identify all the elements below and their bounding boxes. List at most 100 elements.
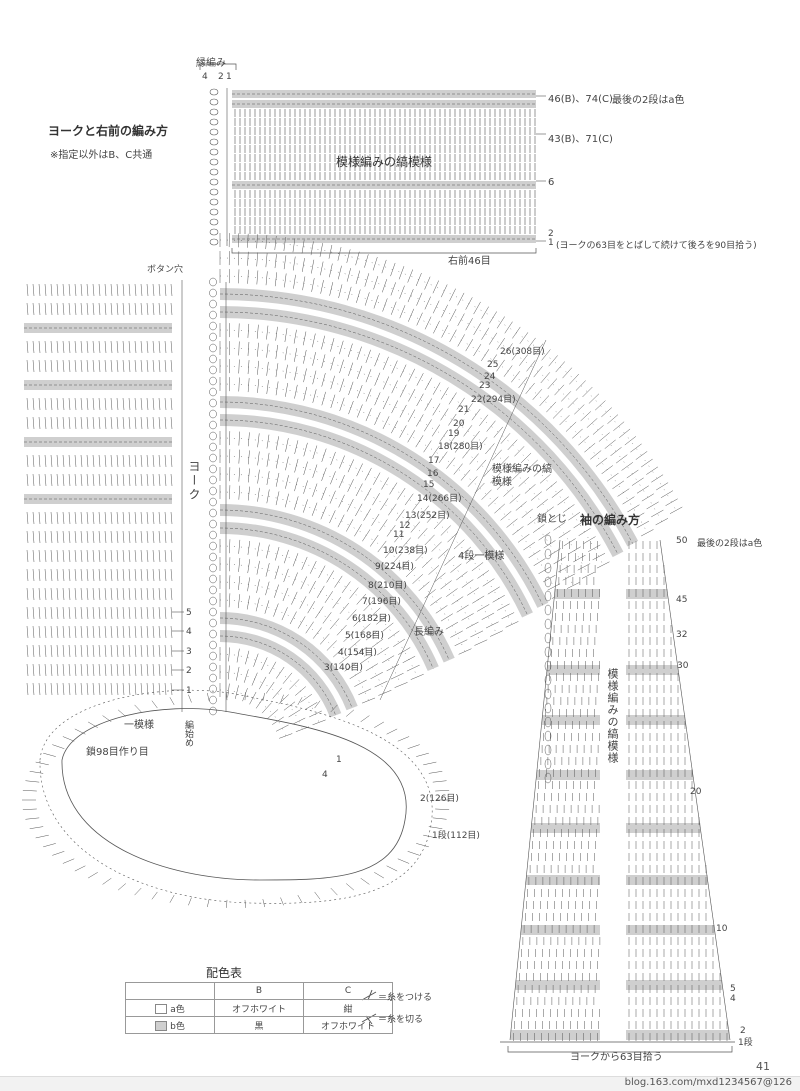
back-dc-stitch xyxy=(26,473,29,487)
back-dc-stitch xyxy=(38,549,41,563)
yoke-dc-stitch xyxy=(377,646,389,656)
back-dc-stitch xyxy=(158,359,161,373)
back-dc-stitch xyxy=(26,606,29,620)
yoke-row-mark: 18(280目) xyxy=(438,442,483,452)
back-dc-stitch xyxy=(38,340,41,354)
back-dc-stitch xyxy=(26,625,29,639)
yoke-dc-stitch xyxy=(300,693,313,703)
yoke-dc-stitch xyxy=(406,664,420,672)
back-dc-stitch xyxy=(44,359,47,373)
back-dc-stitch xyxy=(146,473,149,487)
back-dc-stitch xyxy=(74,549,77,563)
yoke-dc-stitch xyxy=(274,584,279,598)
yoke-dc-stitch xyxy=(266,434,270,449)
back-dc-stitch xyxy=(56,549,59,563)
back-dc-stitch xyxy=(146,511,149,525)
back-dc-stitch xyxy=(38,587,41,601)
yoke-dc-stitch xyxy=(329,618,340,630)
yoke-dc-stitch xyxy=(432,280,439,294)
back-dc-stitch xyxy=(74,473,77,487)
back-dc-stitch xyxy=(80,397,83,411)
yoke-dc-stitch xyxy=(321,391,326,406)
yoke-dc-stitch xyxy=(481,612,495,620)
back-dc-stitch xyxy=(134,511,137,525)
yoke-dc-stitch xyxy=(592,553,606,561)
yoke-dc-stitch xyxy=(481,349,490,362)
color-row-b-label: b色 xyxy=(125,1016,215,1034)
sleeve-pickup-label: ヨークから63目拾う xyxy=(570,1052,663,1063)
yoke-dc-stitch xyxy=(283,701,296,711)
yoke-dc-stitch xyxy=(228,593,231,608)
yoke-dc-stitch xyxy=(515,501,527,511)
yoke-dc-stitch xyxy=(330,394,336,409)
back-dc-stitch xyxy=(128,397,131,411)
yoke-dc-stitch xyxy=(562,504,575,513)
yoke-dc-stitch xyxy=(324,591,333,603)
yoke-dc-stitch xyxy=(518,476,530,487)
yoke-dc-stitch xyxy=(525,382,535,394)
yoke-dc-stitch xyxy=(417,528,428,539)
yoke-dc-stitch xyxy=(497,603,510,611)
yoke-dc-stitch xyxy=(364,254,369,268)
yoke-dc-stitch xyxy=(528,549,541,559)
yoke-dc-stitch xyxy=(438,451,448,464)
neck-chain-outer xyxy=(39,689,433,904)
yoke-dc-stitch xyxy=(301,239,305,254)
back-dc-stitch xyxy=(116,473,119,487)
yoke-dc-stitch xyxy=(274,272,278,287)
back-dc-stitch xyxy=(44,530,47,544)
back-dc-stitch xyxy=(116,587,119,601)
yoke-dc-stitch xyxy=(265,681,275,694)
neck-stitch xyxy=(407,744,420,749)
back-dc-stitch xyxy=(170,663,173,677)
yoke-dc-stitch xyxy=(247,577,250,592)
yoke-dc-stitch xyxy=(312,445,318,460)
neck-stitch xyxy=(29,771,44,774)
yoke-row-mark: 23 xyxy=(479,381,491,391)
back-dc-stitch xyxy=(158,416,161,430)
back-dc-stitch xyxy=(122,416,125,430)
yoke-dc-stitch xyxy=(471,408,481,421)
yoke-dc-stitch xyxy=(374,412,381,425)
yoke-dc-stitch xyxy=(487,496,499,507)
back-dc-stitch xyxy=(38,473,41,487)
sleeve-stripe xyxy=(515,980,600,990)
back-dc-stitch xyxy=(146,530,149,544)
yoke-dc-stitch xyxy=(256,252,258,267)
back-dc-stitch xyxy=(86,682,89,696)
back-dc-stitch xyxy=(80,473,83,487)
back-dc-stitch xyxy=(86,625,89,639)
edge-loop xyxy=(209,138,219,146)
yoke-dc-stitch xyxy=(264,600,270,614)
back-dc-stitch xyxy=(164,416,167,430)
back-dc-stitch xyxy=(32,587,35,601)
yoke-dc-stitch xyxy=(498,456,509,467)
yoke-dc-stitch xyxy=(266,471,270,486)
yoke-dc-stitch xyxy=(320,506,327,520)
back-dc-stitch xyxy=(56,340,59,354)
neck-chain-inner xyxy=(61,708,407,881)
band-loop xyxy=(209,640,217,650)
neck-stitch xyxy=(397,858,410,864)
sleeve-seam-loop xyxy=(544,674,552,686)
yoke-dc-stitch xyxy=(339,602,349,615)
back-dc-stitch xyxy=(32,302,35,316)
yoke-dc-stitch xyxy=(315,606,324,619)
back-dc-stitch xyxy=(80,416,83,430)
back-dc-stitch xyxy=(158,473,161,487)
back-dc-stitch xyxy=(44,340,47,354)
yoke-row-arc xyxy=(219,527,434,669)
back-dc-stitch xyxy=(50,682,53,696)
yoke-row-mark: 22(294目) xyxy=(471,395,516,405)
sleeve-row-mark: 45 xyxy=(676,595,688,605)
neck-stitch xyxy=(117,883,126,891)
yoke-dc-stitch xyxy=(512,526,524,536)
yoke-dc-stitch xyxy=(646,501,659,510)
neck-stitch xyxy=(52,851,65,856)
back-dc-stitch xyxy=(134,625,137,639)
yoke-dc-stitch xyxy=(311,259,315,274)
yoke-dc-stitch xyxy=(612,480,625,490)
neck-stitch xyxy=(43,752,56,757)
yoke-dc-stitch xyxy=(632,512,645,521)
yoke-dc-stitch xyxy=(440,525,451,536)
